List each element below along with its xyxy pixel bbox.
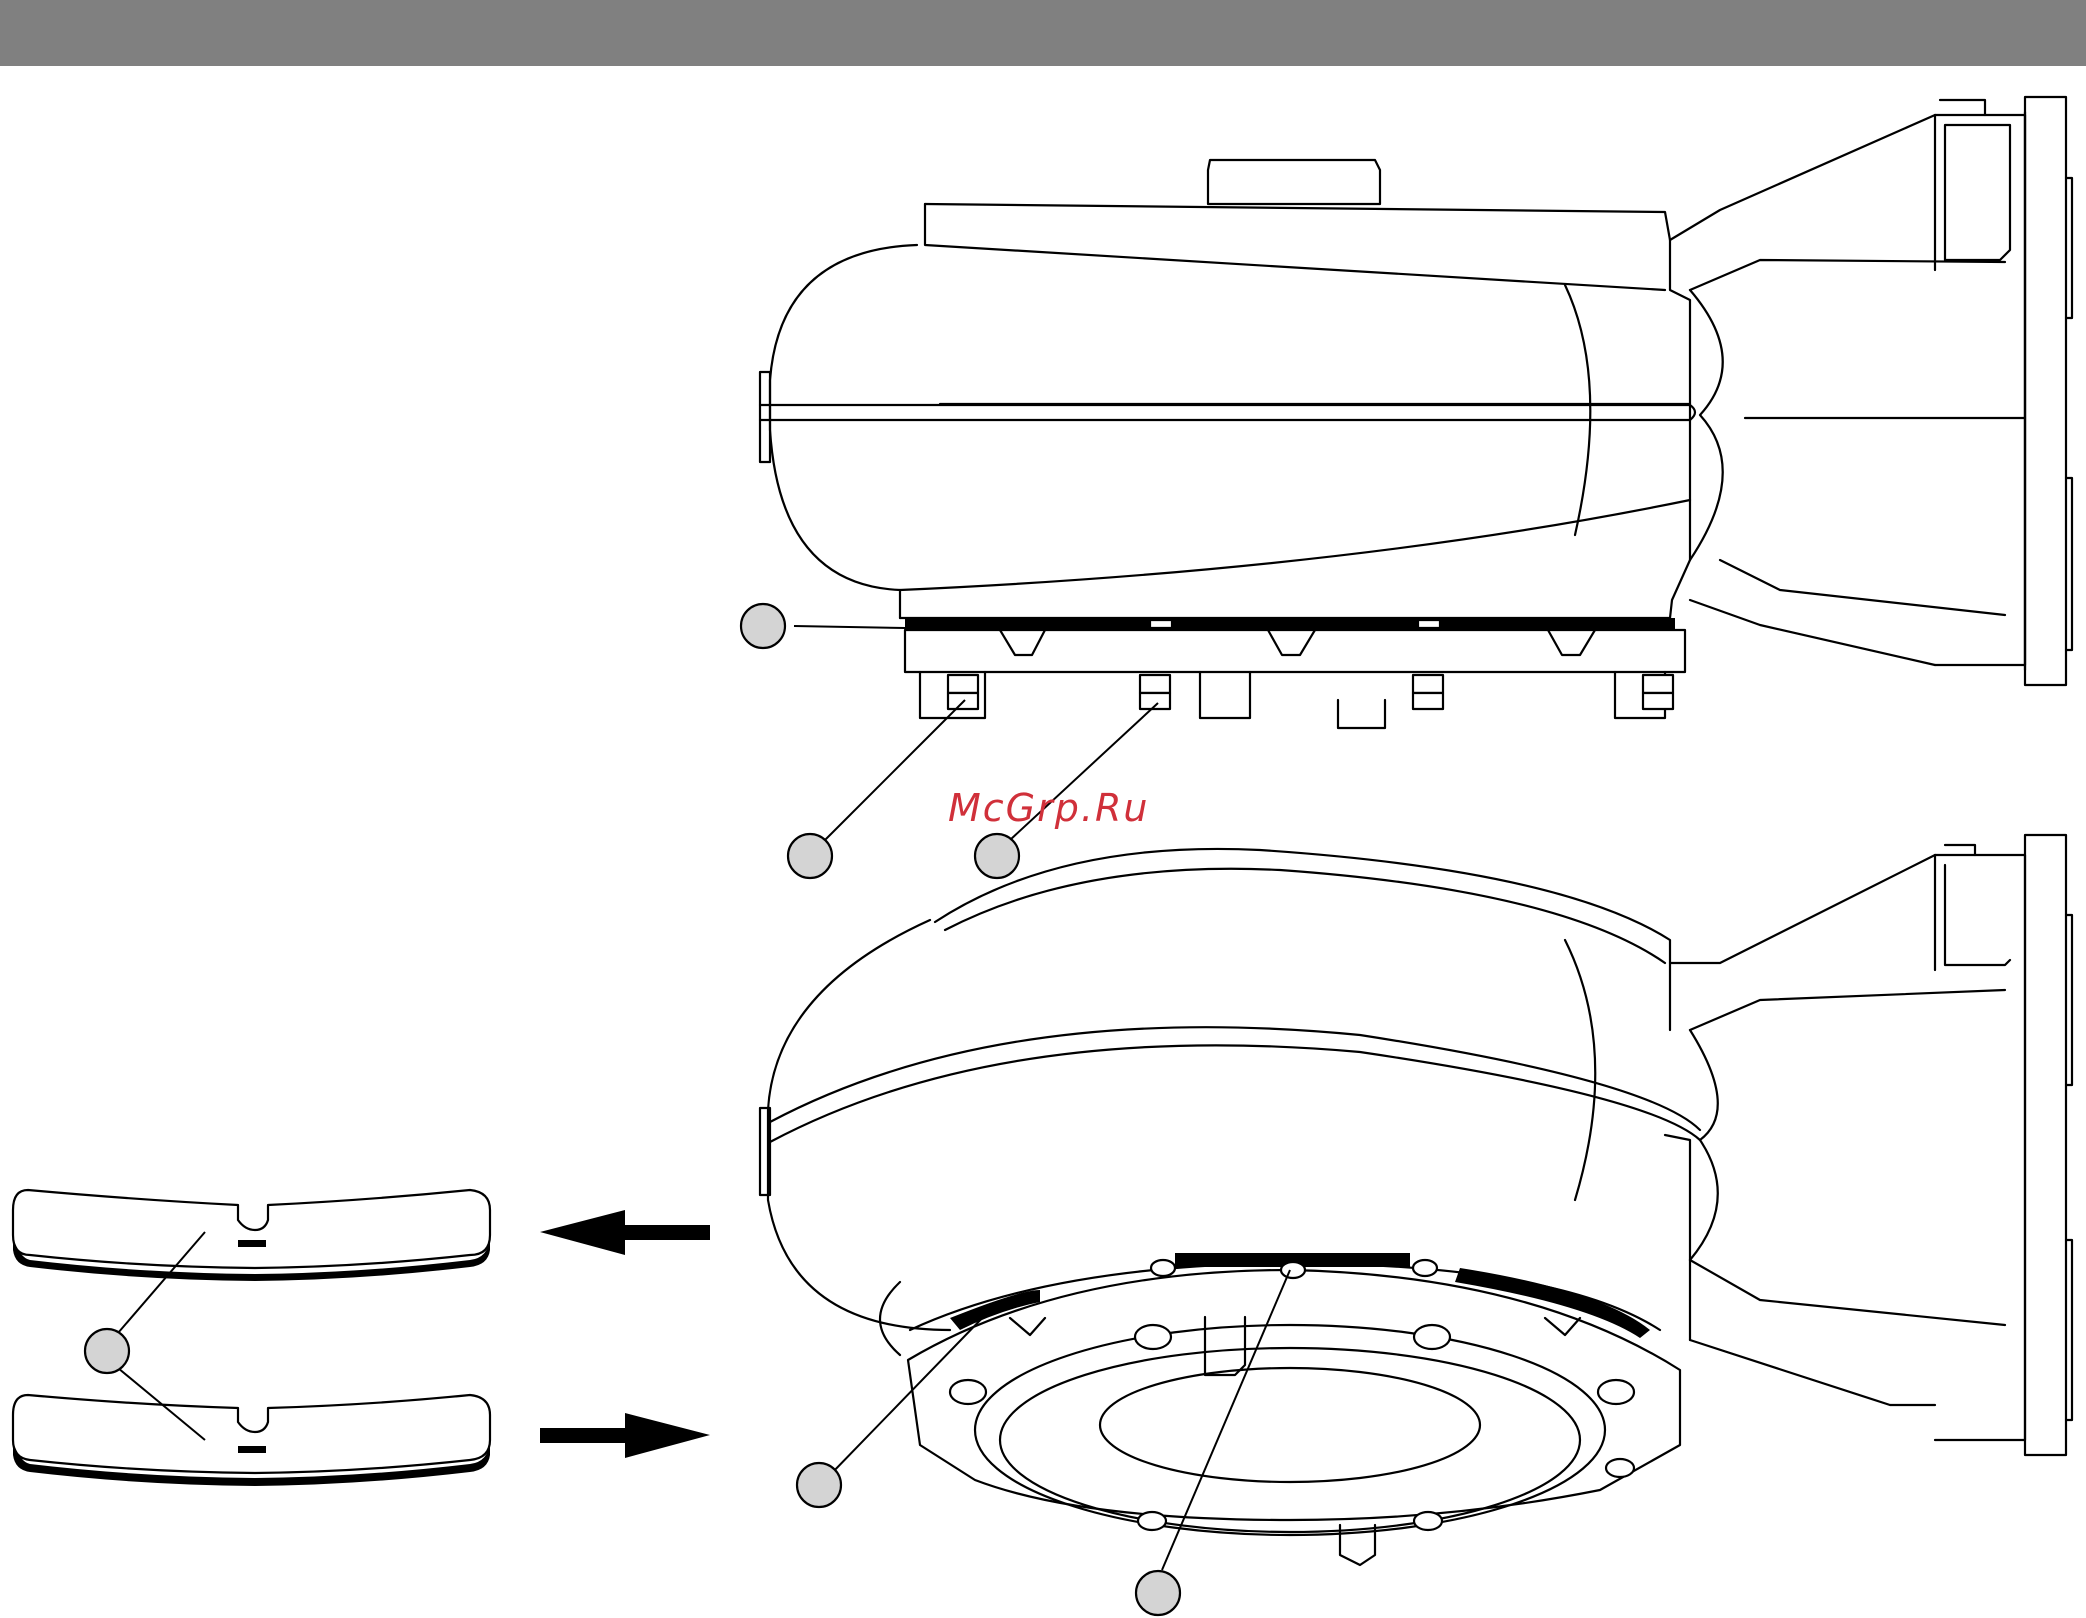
side-view-pump (760, 97, 2072, 728)
arrow-left-icon (540, 1210, 710, 1255)
callout-gasket-bottom (797, 1310, 990, 1507)
callout-nut-bottom (1136, 1270, 1290, 1615)
arrow-right-icon (540, 1413, 710, 1458)
callout-bolt-a (788, 700, 965, 878)
perspective-view-pump (760, 835, 2072, 1565)
watermark-text: McGrp.Ru (948, 786, 1149, 830)
shim-detail (13, 1190, 490, 1486)
callout-gasket (741, 604, 905, 648)
